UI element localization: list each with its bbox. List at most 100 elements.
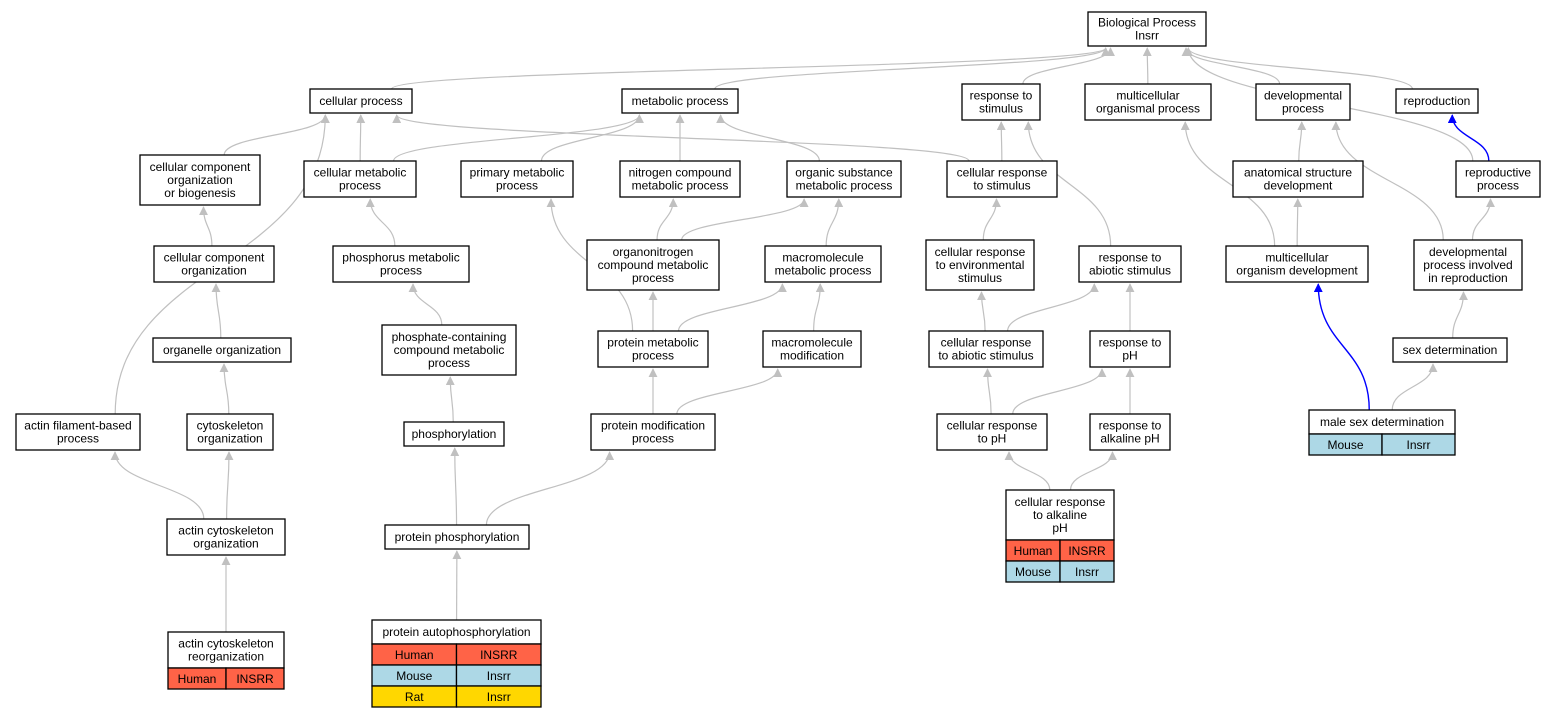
is-a-edge [1004,451,1051,491]
node-label: organization [167,173,232,187]
node-label: process [632,349,674,363]
go-term-node[interactable]: protein phosphorylation [384,524,530,550]
node-label: alkaline pH [1100,432,1159,446]
node-box [1392,337,1508,363]
node-label: cytoskeleton [197,419,264,433]
node-box [1087,11,1207,47]
node-label: metabolic process [775,264,872,278]
go-term-node[interactable]: phosphorylation [403,421,505,447]
node-label: reorganization [188,650,264,664]
node-label: pH [1052,521,1067,535]
go-term-node[interactable]: sex determination [1392,337,1508,363]
is-a-edge [485,451,615,526]
is-a-edge [677,283,787,332]
go-term-node[interactable]: reproduction [1395,88,1479,114]
node-label: male sex determination [1320,415,1444,429]
node-box [762,330,862,368]
node-label: process [632,271,674,285]
node-box [153,245,275,283]
node-label: actin cytoskeleton [178,524,273,538]
gene-symbol: Insrr [487,690,511,704]
node-box [309,88,413,114]
node-label: process [339,179,381,193]
node-label: organelle organization [163,343,281,357]
node-label: organization [193,537,258,551]
node-label: organonitrogen [613,245,694,259]
node-label: stimulus [958,271,1002,285]
node-label: abiotic stimulus [1089,264,1171,278]
is-a-edge [1023,121,1112,247]
is-a-edge [1471,198,1495,241]
node-box [1395,88,1479,114]
node-label: cellular response [957,166,1048,180]
is-a-edge [656,198,678,241]
node-box [1255,83,1351,121]
node-box [139,154,261,206]
node-label: phosphorylation [412,427,497,441]
is-a-edge [714,47,1111,90]
node-label: actin cytoskeleton [178,637,273,651]
node-label: developmental [1429,245,1507,259]
node-label: protein phosphorylation [395,530,520,544]
node-box [186,413,274,451]
node-label: process [1282,102,1324,116]
node-box [1232,160,1364,198]
species-name: Human [395,648,434,662]
is-a-edge [445,376,455,423]
go-term-node[interactable]: metabolic process [621,88,739,114]
node-label: phosphate-containing [392,330,507,344]
node-label: to alkaline [1033,508,1087,522]
is-a-edge [1331,121,1444,241]
node-box [936,413,1048,451]
node-label: process [380,264,422,278]
go-term-node[interactable]: organelle organization [152,337,292,363]
node-label: cellular response [935,245,1026,259]
node-box [1455,160,1541,198]
is-a-edge [996,121,1006,162]
is-a-edge [110,451,205,520]
is-a-edge [356,114,366,162]
node-box [621,88,739,114]
go-term-node[interactable]: cellular process [309,88,413,114]
node-box [928,330,1044,368]
node-label: process [632,432,674,446]
node-label: process [428,356,470,370]
node-box [332,245,470,283]
highlighted-edge [1313,283,1370,411]
